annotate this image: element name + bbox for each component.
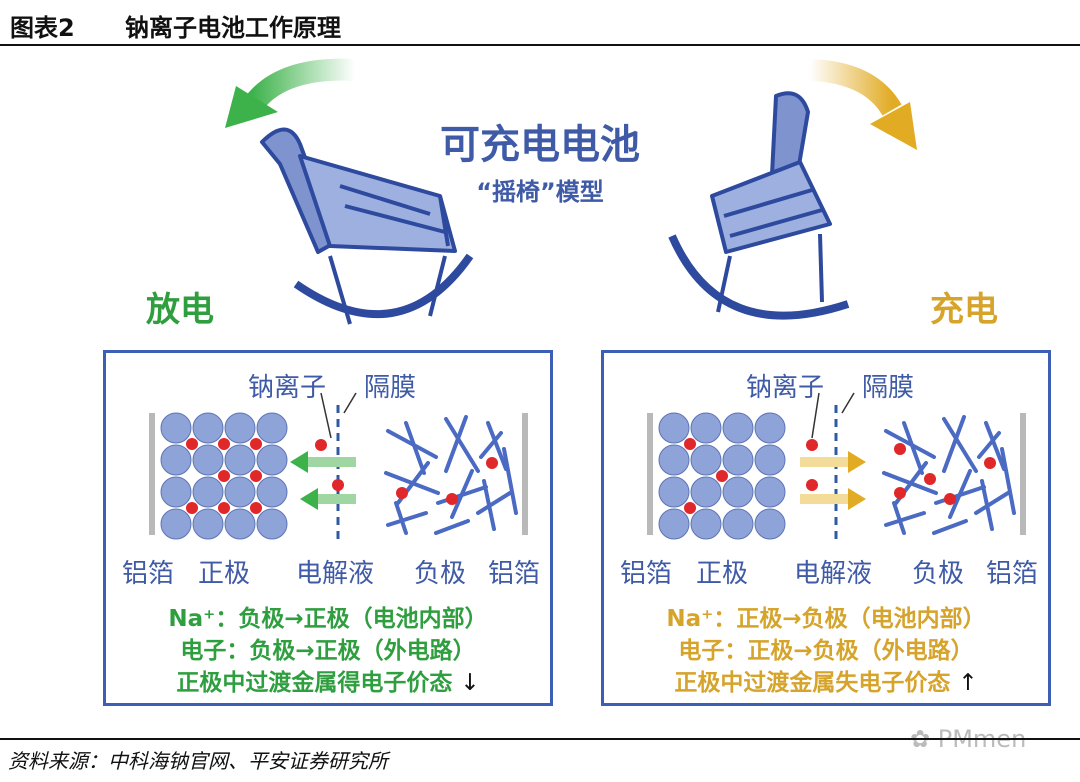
- electron-direction-text: 电子：正极→负极（外电路）: [678, 638, 974, 664]
- bottom-rule: [0, 738, 1080, 740]
- right-foil-label: 铝箔: [986, 559, 1039, 589]
- discharge-panel: 钠离子 隔膜 铝箔 正极 电解液 负极 铝箔 Na⁺：负极→正极（电池内部） 电…: [103, 350, 553, 706]
- ion-direction-text: Na⁺：正极→负极（电池内部）: [666, 606, 986, 632]
- migrating-ion: [315, 439, 327, 451]
- diagram-title: 可充电电池: [440, 122, 640, 168]
- right-foil-label: 铝箔: [488, 559, 541, 589]
- valence-change-text: 正极中过渡金属得电子价态 ↓: [106, 663, 550, 697]
- ion-direction-text: Na⁺：负极→正极（电池内部）: [168, 606, 488, 632]
- anode-label: 负极: [414, 559, 467, 589]
- cathode-label: 正极: [198, 559, 251, 589]
- cathode-label: 正极: [696, 559, 749, 589]
- figure-header: 图表2 钠离子电池工作原理: [0, 0, 1080, 44]
- right-foil: [1020, 413, 1026, 535]
- rocking-chair-illustration: [225, 58, 917, 325]
- figure-label: 图表2: [10, 14, 75, 42]
- valence-up-arrow: ↑: [958, 670, 978, 696]
- sodium-ions-cathode: [684, 438, 728, 514]
- valence-down-arrow: ↓: [460, 670, 480, 696]
- anode-structure: [384, 415, 518, 535]
- electron-direction-text: 电子：负极→正极（外电路）: [180, 638, 476, 664]
- valence-change-text: 正极中过渡金属失电子价态 ↑: [604, 663, 1048, 697]
- discharge-cell-diagram: [149, 392, 528, 545]
- discharge-direction-arrow: [225, 58, 356, 128]
- rocking-chair-right: [668, 91, 850, 320]
- left-foil-label: 铝箔: [122, 559, 175, 589]
- anode-label: 负极: [912, 559, 965, 589]
- electrolyte-label: 电解液: [794, 559, 873, 589]
- left-foil: [647, 413, 653, 535]
- left-foil-label: 铝箔: [620, 559, 673, 589]
- migrating-ion: [806, 479, 818, 491]
- figure-title: 钠离子电池工作原理: [125, 14, 341, 42]
- separator-label: 隔膜: [364, 373, 417, 403]
- anode-structure: [882, 415, 1016, 535]
- right-foil: [522, 413, 528, 535]
- migrating-ion: [806, 439, 818, 451]
- rocking-chair-left: [260, 127, 474, 325]
- ion-flow-arrows: [800, 451, 866, 510]
- valence-change-label: 正极中过渡金属失电子价态: [674, 670, 951, 696]
- charge-label: 充电: [930, 290, 998, 330]
- cathode-lattice: [658, 412, 786, 540]
- electrolyte-label: 电解液: [296, 559, 375, 589]
- ion-flow-arrows: [290, 451, 356, 510]
- sodium-ion-label: 钠离子: [746, 373, 825, 403]
- sodium-ions-anode: [894, 443, 996, 505]
- sodium-ion-label: 钠离子: [248, 373, 327, 403]
- charge-direction-arrow: [809, 59, 917, 150]
- top-rule: [0, 44, 1080, 46]
- diagram-subtitle: “摇椅”模型: [476, 178, 604, 206]
- sodium-ions-cathode: [186, 438, 262, 514]
- discharge-label: 放电: [146, 290, 214, 330]
- sodium-ions-anode: [396, 457, 498, 505]
- left-foil: [149, 413, 155, 535]
- migrating-ion: [332, 479, 344, 491]
- valence-change-label: 正极中过渡金属得电子价态: [176, 670, 453, 696]
- source-note: 资料来源：中科海钠官网、平安证券研究所: [8, 749, 388, 773]
- charge-cell-diagram: [647, 392, 1026, 545]
- charge-panel: 钠离子 隔膜 铝箔 正极 电解液 负极 铝箔 Na⁺：正极→负极（电池内部） 电…: [601, 350, 1051, 706]
- separator-label: 隔膜: [862, 373, 915, 403]
- cathode-lattice: [160, 412, 288, 540]
